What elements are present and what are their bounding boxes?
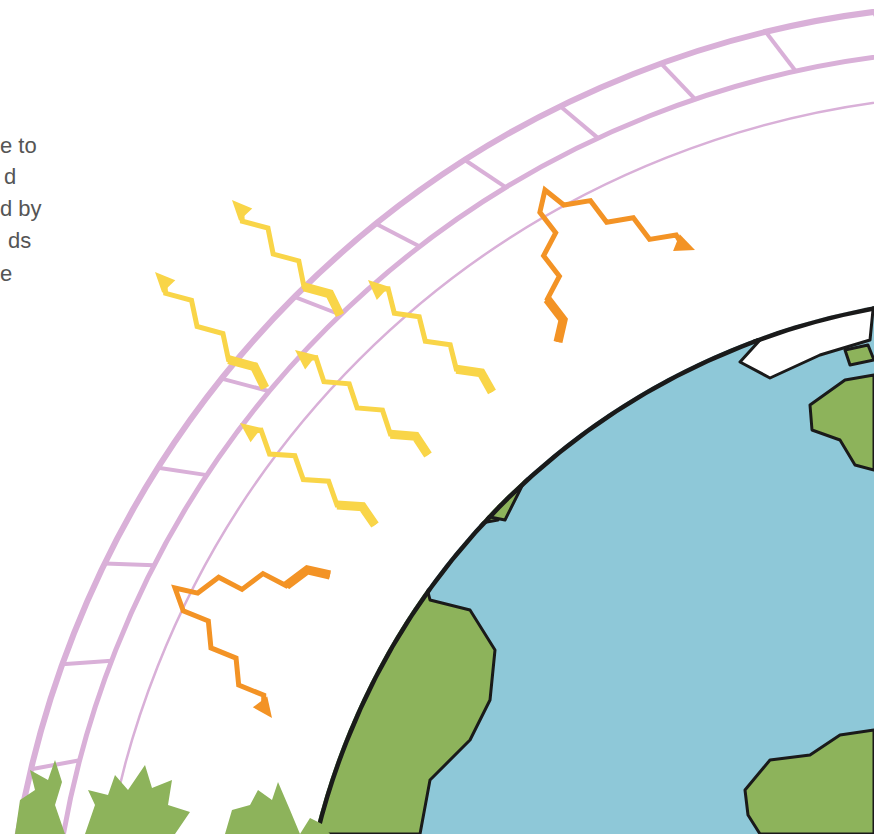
note-fragment: d <box>4 166 16 188</box>
continent-south <box>745 730 874 834</box>
radiation-arrows <box>155 190 695 718</box>
brick-joint <box>62 661 111 665</box>
ocean <box>295 295 874 834</box>
note-fragment: ds <box>8 230 31 252</box>
plant <box>225 782 300 834</box>
ray-arrowhead <box>155 272 175 293</box>
ray-tail <box>547 299 563 342</box>
ray-tail <box>228 360 265 388</box>
plant <box>15 760 65 834</box>
ray-tail <box>286 570 330 586</box>
brick-joint <box>376 224 420 247</box>
ray-arrowhead <box>295 350 316 369</box>
ice-island <box>590 355 612 372</box>
note-fragment: e to <box>0 135 37 157</box>
brick-joint <box>766 32 796 71</box>
brick-joint <box>158 468 207 475</box>
island-east <box>845 345 874 365</box>
radiation-ray <box>306 358 428 455</box>
brick-joint <box>661 63 695 99</box>
brick-joint <box>560 106 598 138</box>
atmosphere-outer <box>4 4 874 834</box>
plant <box>85 765 190 834</box>
ray-tail <box>390 434 428 455</box>
atmosphere-inner <box>94 94 874 834</box>
plant <box>300 818 330 834</box>
continent-east <box>810 375 874 470</box>
note-fragment: d by <box>0 198 42 220</box>
radiation-ray <box>540 190 682 342</box>
atmosphere-middle <box>49 49 874 834</box>
brick-joint <box>465 160 506 187</box>
ray-arrowhead <box>673 234 695 251</box>
ray-arrowhead <box>232 200 252 221</box>
atmosphere-band <box>4 4 874 834</box>
ray-tail <box>337 505 375 525</box>
note-fragment: e <box>0 263 12 285</box>
radiation-ray <box>378 289 492 392</box>
brick-joint <box>873 12 874 54</box>
radiation-ray <box>165 282 265 388</box>
ray-tail <box>304 287 340 315</box>
ray-arrowhead <box>240 423 261 442</box>
ray-arrowhead <box>253 697 272 718</box>
radiation-ray <box>242 210 340 315</box>
earth <box>295 295 874 834</box>
plants <box>15 760 330 834</box>
continent-west <box>300 395 575 834</box>
radiation-ray <box>251 430 375 525</box>
radiation-ray <box>175 570 330 707</box>
ray-arrowhead <box>368 280 389 300</box>
brick-joint <box>105 563 154 565</box>
ray-tail <box>456 369 492 392</box>
